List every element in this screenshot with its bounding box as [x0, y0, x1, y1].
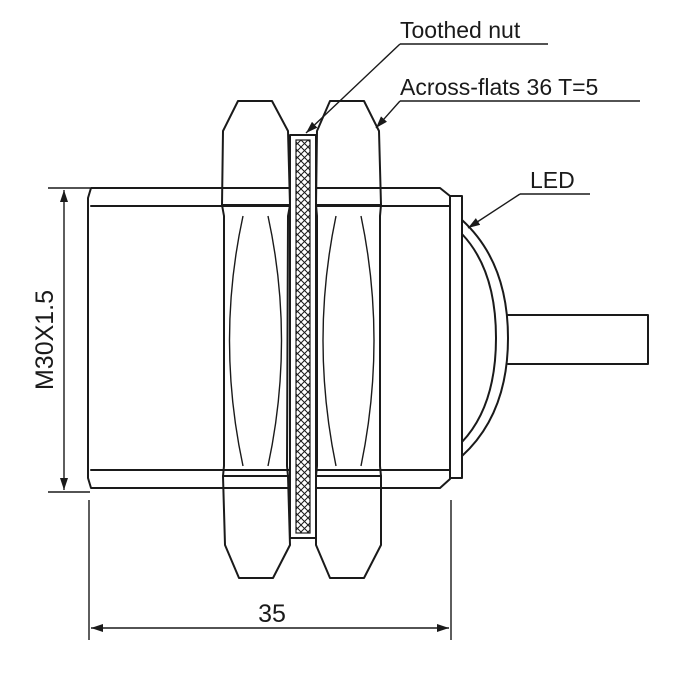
led-label: LED — [530, 167, 575, 193]
length-dimension-label: 35 — [258, 600, 286, 628]
across-flats-label: Across-flats 36 T=5 — [400, 74, 598, 100]
thread-dimension: M30X1.5 — [31, 187, 90, 493]
thread-dimension-label: M30X1.5 — [31, 290, 59, 390]
sensor-body — [87, 187, 451, 489]
sensor-rear-cap — [449, 195, 463, 479]
hex-nut-right — [315, 100, 382, 579]
toothed-nut-leader: Toothed nut — [305, 17, 548, 134]
toothed-nut — [289, 134, 317, 539]
length-dimension: 35 — [88, 500, 452, 640]
led-dome — [461, 219, 509, 457]
cable — [507, 314, 649, 365]
across-flats-leader: Across-flats 36 T=5 — [375, 74, 640, 129]
hex-nut-left — [221, 100, 291, 579]
led-leader: LED — [467, 167, 590, 229]
toothed-nut-label: Toothed nut — [400, 17, 521, 43]
